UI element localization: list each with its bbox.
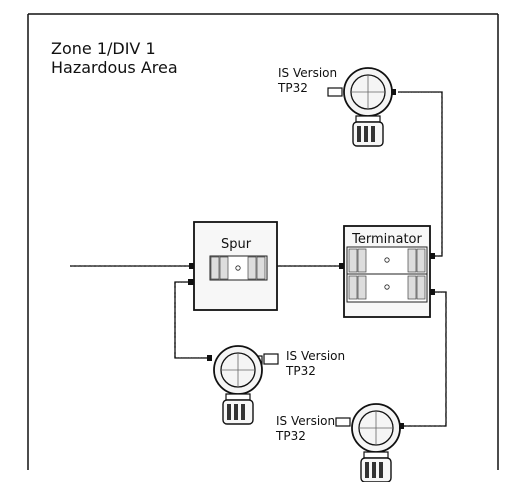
spur-box: Spur	[193, 221, 278, 311]
left-device-label-line-2: TP32	[285, 364, 316, 378]
fieldbus-cabling	[70, 91, 447, 427]
pressure-transmitter-icon	[327, 67, 393, 147]
pressure-transmitter-icon	[213, 345, 279, 425]
zone-label-line-2: Hazardous Area	[51, 58, 178, 77]
hazard-area-boundary	[27, 13, 499, 470]
left-device-label-line-1: IS Version	[286, 349, 345, 363]
spur-label: Spur	[221, 237, 252, 252]
terminator-box: Terminator	[343, 225, 431, 318]
top-device-label-line-2: TP32	[277, 81, 308, 95]
top-device-label-line-1: IS Version	[278, 66, 337, 80]
terminator-label: Terminator	[351, 232, 422, 247]
device-bottom: IS Version TP32	[275, 403, 401, 482]
device-left: IS Version TP32	[213, 345, 345, 425]
cable-connector-marks	[188, 89, 435, 429]
spur-terminal-block	[209, 255, 268, 281]
zone-label-line-1: Zone 1/DIV 1	[51, 39, 156, 58]
terminator-terminal-block	[346, 246, 428, 303]
bottom-device-label-line-1: IS Version	[276, 414, 335, 428]
bottom-device-label-line-2: TP32	[275, 429, 306, 443]
device-top: IS Version TP32	[277, 66, 393, 147]
pressure-transmitter-icon	[335, 403, 401, 482]
